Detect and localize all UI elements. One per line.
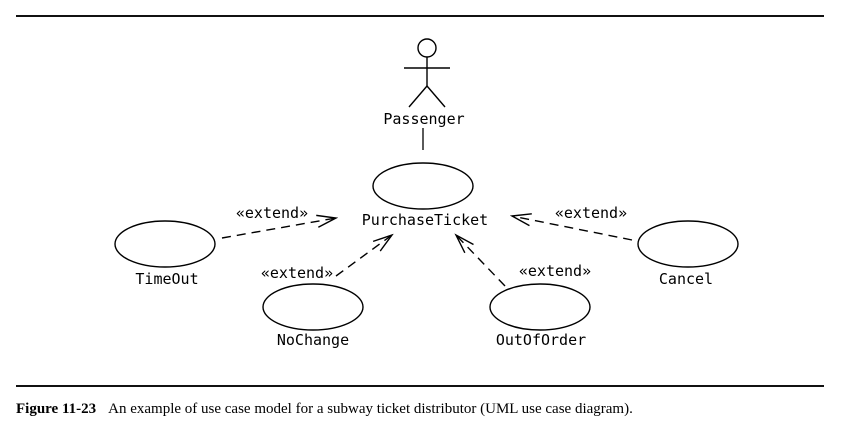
usecase-outoforder-label: OutOfOrder xyxy=(496,331,586,349)
nochange-extend-arrow xyxy=(335,235,392,277)
outoforder-extend-label: «extend» xyxy=(519,262,591,280)
timeout-extend-arrow xyxy=(221,218,336,239)
actor-left-leg xyxy=(408,85,428,108)
cancel-extend-label: «extend» xyxy=(555,204,627,222)
figure-number: Figure 11-23 xyxy=(16,401,97,417)
top-rule xyxy=(16,15,824,17)
usecase-cancel-ellipse xyxy=(637,220,739,268)
usecase-outoforder-ellipse xyxy=(489,283,591,331)
bottom-rule xyxy=(16,385,824,387)
figure-caption: Figure 11-23 An example of use case model… xyxy=(16,401,633,418)
usecase-purchaseticket-label: PurchaseTicket xyxy=(362,211,488,229)
usecase-nochange-label: NoChange xyxy=(277,331,349,349)
nochange-extend-label: «extend» xyxy=(261,264,333,282)
outoforder-extend-arrow xyxy=(456,235,506,287)
timeout-extend-label: «extend» xyxy=(236,204,308,222)
passenger-actor xyxy=(404,38,450,108)
caption-text: An example of use case model for a subwa… xyxy=(108,401,633,417)
usecase-purchaseticket-ellipse xyxy=(372,162,474,210)
usecase-timeout-ellipse xyxy=(114,220,216,268)
actor-head xyxy=(417,38,437,58)
actor-label: Passenger xyxy=(383,110,464,128)
usecase-cancel-label: Cancel xyxy=(659,270,713,288)
cancel-extend-arrow xyxy=(512,216,633,241)
usecase-nochange-ellipse xyxy=(262,283,364,331)
usecase-timeout-label: TimeOut xyxy=(135,270,198,288)
actor-right-leg xyxy=(426,85,446,108)
